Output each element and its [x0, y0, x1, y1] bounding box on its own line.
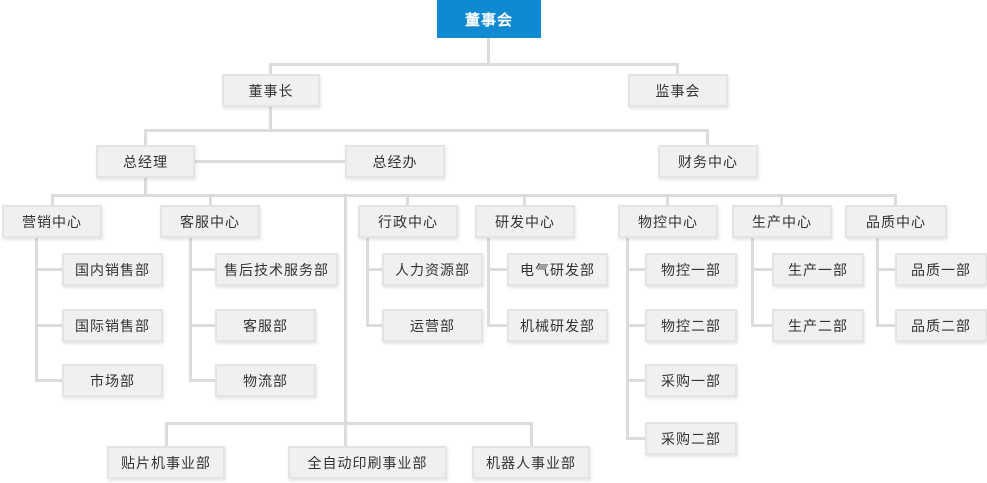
- node-bu-smt-machine: 贴片机事业部: [107, 446, 225, 479]
- elbow-material-2: [626, 324, 646, 327]
- node-dept-production-1: 生产一部: [772, 253, 864, 286]
- node-dept-logistics: 物流部: [215, 364, 316, 397]
- spine-production: [751, 238, 754, 327]
- node-production-center: 生产中心: [732, 205, 832, 238]
- elbow-marketing-dept: [35, 379, 63, 382]
- node-dept-international-sales: 国际销售部: [62, 309, 163, 342]
- connector-to-admin-center: [406, 196, 409, 205]
- connector-to-quality-center: [894, 196, 897, 205]
- connector-to-material-center: [666, 196, 669, 205]
- elbow-quality-1: [876, 268, 896, 271]
- node-dept-quality-2: 品质二部: [895, 309, 987, 342]
- node-dept-material-control-2: 物控二部: [645, 309, 737, 342]
- connector-board-down: [487, 36, 490, 66]
- node-quality-center: 品质中心: [845, 205, 947, 238]
- elbow-purchasing-1: [626, 379, 646, 382]
- elbow-purchasing-2: [626, 437, 646, 440]
- node-dept-purchasing-1: 采购一部: [645, 364, 737, 397]
- node-chairman: 董事长: [222, 74, 320, 107]
- connector-to-production-center: [780, 196, 783, 205]
- node-dept-after-sales-tech-service: 售后技术服务部: [215, 253, 338, 286]
- spine-rd: [487, 238, 490, 327]
- spine-admin: [366, 238, 369, 327]
- connector-business-units-rail: [165, 422, 533, 425]
- elbow-customer-service: [189, 324, 216, 327]
- elbow-production-2: [751, 324, 773, 327]
- elbow-human-resources: [366, 268, 383, 271]
- node-admin-center: 行政中心: [358, 205, 458, 238]
- connector-level3-rail: [144, 129, 709, 132]
- connector-level2-rail: [269, 63, 679, 66]
- node-bu-robot: 机器人事业部: [472, 446, 590, 479]
- elbow-quality-2: [876, 324, 896, 327]
- elbow-after-sales: [189, 268, 216, 271]
- spine-service: [189, 238, 192, 382]
- connector-gm-down: [144, 178, 147, 196]
- connector-centers-rail: [51, 194, 897, 197]
- node-dept-operations: 运营部: [382, 309, 483, 342]
- spine-material: [626, 238, 629, 440]
- connector-to-smt-bu: [165, 424, 168, 446]
- node-service-center: 客服中心: [160, 205, 260, 238]
- node-dept-purchasing-2: 采购二部: [645, 422, 737, 455]
- node-dept-mechanical-rd: 机械研发部: [507, 309, 608, 342]
- elbow-electrical-rd: [487, 268, 508, 271]
- node-dept-marketing: 市场部: [62, 364, 163, 397]
- node-rd-center: 研发中心: [475, 205, 575, 238]
- node-dept-customer-service: 客服部: [215, 309, 316, 342]
- connector-to-supervisory: [676, 64, 679, 75]
- node-dept-production-2: 生产二部: [772, 309, 864, 342]
- connector-to-rd-center: [523, 196, 526, 205]
- elbow-material-1: [626, 268, 646, 271]
- connector-chairman-down: [269, 107, 272, 131]
- node-material-center: 物控中心: [618, 205, 718, 238]
- node-supervisory-board: 监事会: [628, 74, 728, 107]
- node-dept-material-control-1: 物控一部: [645, 253, 737, 286]
- connector-to-robot-bu: [530, 424, 533, 446]
- elbow-logistics: [189, 379, 216, 382]
- node-marketing-center: 营销中心: [2, 205, 102, 238]
- node-dept-domestic-sales: 国内销售部: [62, 253, 163, 286]
- elbow-international-sales: [35, 324, 63, 327]
- elbow-production-1: [751, 268, 773, 271]
- connector-to-chairman: [269, 64, 272, 75]
- node-board: 董事会: [437, 0, 541, 38]
- node-dept-electrical-rd: 电气研发部: [507, 253, 608, 286]
- node-bu-auto-printing: 全自动印刷事业部: [288, 446, 447, 479]
- node-dept-quality-1: 品质一部: [895, 253, 987, 286]
- node-general-manager: 总经理: [96, 145, 195, 178]
- node-finance-center: 财务中心: [658, 145, 758, 178]
- elbow-domestic-sales: [35, 268, 63, 271]
- connector-to-business-units: [344, 194, 347, 446]
- spine-quality: [876, 238, 879, 327]
- elbow-operations: [366, 324, 383, 327]
- connector-to-marketing-center: [51, 196, 54, 205]
- connector-to-general-manager: [144, 131, 147, 145]
- connector-gm-to-gm-office: [195, 160, 345, 163]
- elbow-mechanical-rd: [487, 324, 508, 327]
- connector-to-finance-center: [706, 131, 709, 145]
- node-gm-office: 总经办: [345, 145, 445, 178]
- node-dept-human-resources: 人力资源部: [382, 253, 483, 286]
- connector-to-service-center: [209, 196, 212, 205]
- spine-marketing: [35, 238, 38, 382]
